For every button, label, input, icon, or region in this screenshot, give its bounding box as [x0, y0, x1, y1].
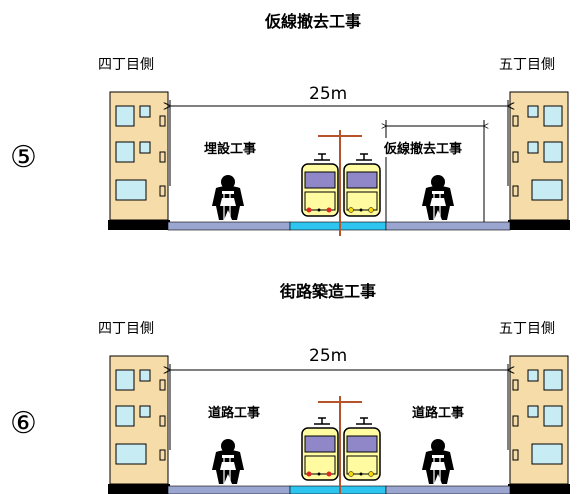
right-side-label: 五丁目側 [499, 57, 555, 73]
worker-left [211, 174, 245, 221]
worker-right [421, 174, 455, 221]
left-building [107, 91, 171, 231]
work-label-right: 道路工事 [412, 406, 465, 421]
track-bed [289, 221, 387, 231]
road-right [385, 221, 511, 231]
width-label: 25m [309, 346, 348, 366]
worker-right [421, 438, 455, 485]
right-side-label: 五丁目側 [499, 321, 555, 337]
right-building [507, 355, 571, 494]
section-5-drawing [107, 91, 571, 236]
left-building [107, 355, 171, 494]
tram-right [343, 153, 381, 217]
work-label-right: 仮線撤去工事 [384, 138, 463, 157]
work-label-left: 埋設工事 [204, 138, 257, 157]
road-left [167, 485, 291, 494]
section-title: 仮線撤去工事 [265, 12, 362, 31]
track-bed [289, 485, 387, 494]
left-side-label: 四丁目側 [98, 57, 154, 73]
step-number: ⑥ [10, 406, 37, 441]
road-left [167, 221, 291, 231]
right-building [507, 91, 571, 231]
tram-left [301, 153, 339, 217]
tram-right [343, 417, 381, 481]
section-6-drawing [107, 355, 571, 494]
width-label: 25m [309, 84, 348, 104]
road-right [385, 485, 511, 494]
left-side-label: 四丁目側 [98, 321, 154, 337]
tram-left [301, 417, 339, 481]
work-label-left: 道路工事 [208, 406, 261, 421]
worker-left [211, 438, 245, 485]
section-title: 街路築造工事 [280, 282, 377, 301]
step-number: ⑤ [10, 140, 37, 175]
